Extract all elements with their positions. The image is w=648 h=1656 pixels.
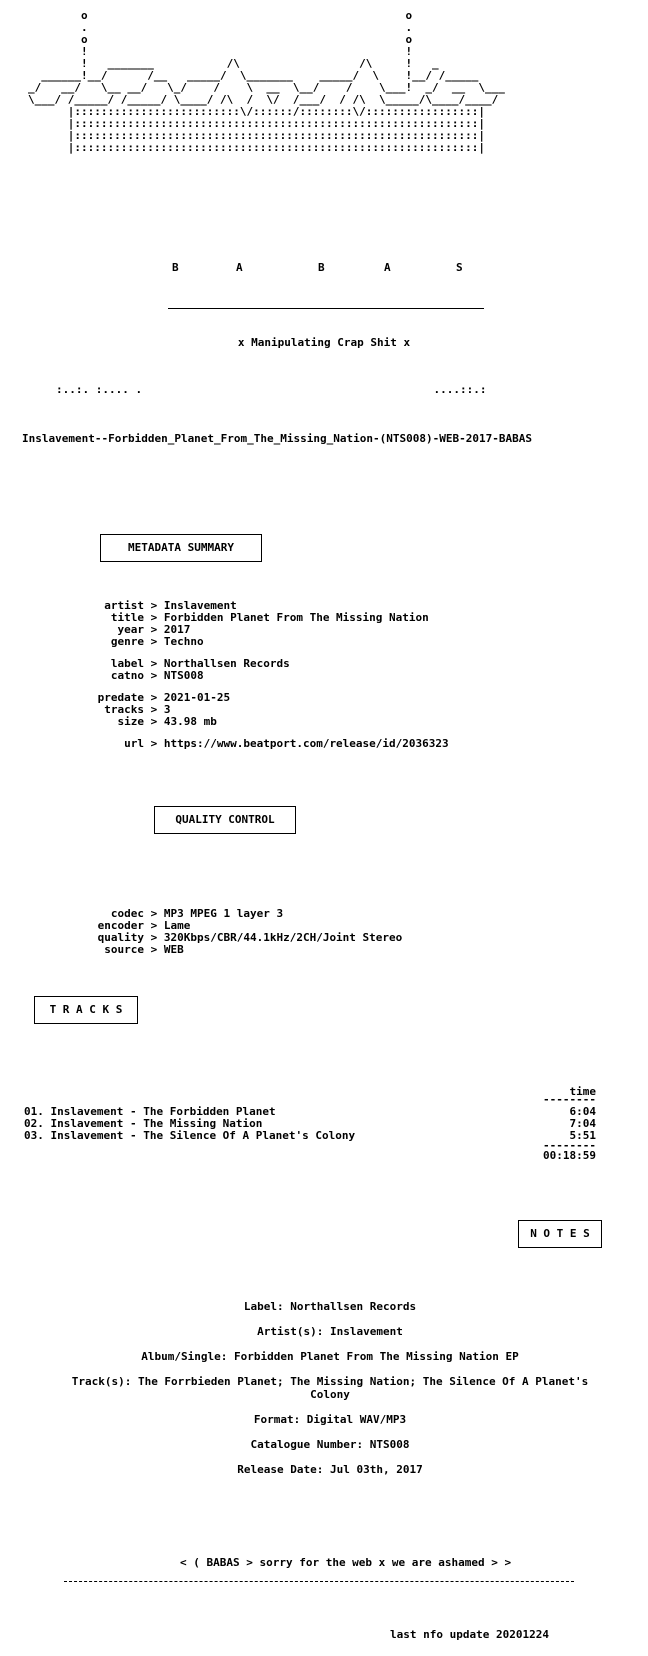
note-line: Track(s): The Forrbieden Planet; The Mis…: [71, 1375, 589, 1401]
meta-key: label: [110, 657, 144, 670]
note-line: Artist(s): Inslavement: [257, 1325, 403, 1338]
meta-row: label > Northallsen Records: [56, 658, 449, 670]
babas-letter: S: [456, 261, 463, 274]
total-row: 00:18:59: [24, 1150, 624, 1162]
track-num: 01.: [24, 1105, 44, 1118]
quality-row: codec > MP3 MPEG 1 layer 3: [56, 908, 402, 920]
quality-value: 320Kbps/CBR/44.1kHz/2CH/Joint Stereo: [163, 931, 403, 944]
meta-value: Forbidden Planet From The Missing Nation: [163, 611, 429, 624]
quality-key: codec: [110, 907, 144, 920]
note-line: Release Date: Jul 03th, 2017: [237, 1463, 423, 1476]
track-name: Inslavement - The Forbidden Planet: [50, 1105, 276, 1118]
meta-key: genre: [110, 635, 144, 648]
notes-list: Label: Northallsen Records Artist(s): In…: [30, 1300, 630, 1488]
tracks-list: time -------- 01. Inslavement - The Forb…: [24, 1086, 624, 1162]
logo-bottom-art: :..:. :.... . ....::.:: [56, 383, 487, 396]
meta-row: tracks > 3: [56, 704, 449, 716]
logo-divider: [168, 308, 484, 309]
logo-tagline: x Manipulating Crap Shit x: [237, 336, 411, 349]
last-update: last nfo update 20201224: [390, 1628, 549, 1641]
meta-key: artist: [104, 599, 144, 612]
quality-control-title: QUALITY CONTROL: [175, 813, 275, 826]
quality-value: WEB: [163, 943, 184, 956]
quality-list: codec > MP3 MPEG 1 layer 3 encoder > Lam…: [56, 908, 403, 956]
track-row: 03. Inslavement - The Silence Of A Plane…: [24, 1130, 624, 1142]
quality-key: quality: [97, 931, 144, 944]
meta-row: artist > Inslavement: [56, 600, 449, 612]
meta-key: predate: [97, 691, 144, 704]
release-name: Inslavement--Forbidden_Planet_From_The_M…: [22, 432, 532, 445]
meta-value: Techno: [163, 635, 204, 648]
track-row: 01. Inslavement - The Forbidden Planet 6:…: [24, 1106, 624, 1118]
meta-value: Inslavement: [163, 599, 237, 612]
meta-url[interactable]: https://www.beatport.com/release/id/2036…: [163, 737, 449, 750]
meta-row: genre > Techno: [56, 636, 449, 648]
meta-value: 2021-01-25: [163, 691, 231, 704]
meta-key: catno: [110, 669, 144, 682]
meta-value: 3: [163, 703, 171, 716]
quality-key: source: [104, 943, 144, 956]
meta-value: Northallsen Records: [163, 657, 290, 670]
tracks-box: T R A C K S: [34, 996, 138, 1024]
meta-value: 43.98 mb: [163, 715, 217, 728]
notes-title: N O T E S: [530, 1227, 590, 1240]
metadata-list: artist > Inslavement title > Forbidden P…: [56, 600, 449, 750]
track-time: 5:51: [569, 1129, 597, 1142]
meta-row: predate > 2021-01-25: [56, 692, 449, 704]
quality-value: Lame: [163, 919, 191, 932]
track-row: 02. Inslavement - The Missing Nation 7:04: [24, 1118, 624, 1130]
quality-row: quality > 320Kbps/CBR/44.1kHz/2CH/Joint …: [56, 931, 403, 944]
note-line: Label: Northallsen Records: [243, 1300, 417, 1313]
header-logo-art: o o . . o o !: [28, 9, 505, 154]
metadata-summary-title: METADATA SUMMARY: [128, 541, 234, 554]
babas-letter: A: [384, 261, 391, 274]
note-line: Album/Single: Forbidden Planet From The …: [141, 1350, 519, 1363]
track-name: Inslavement - The Silence Of A Planet's …: [50, 1129, 356, 1142]
meta-key: tracks: [104, 703, 144, 716]
babas-letter: B: [318, 261, 325, 274]
notes-box: N O T E S: [518, 1220, 602, 1248]
babas-letter: A: [236, 261, 243, 274]
meta-key: title: [110, 611, 144, 624]
babas-letter: B: [172, 261, 179, 274]
meta-row: title > Forbidden Planet From The Missin…: [56, 612, 449, 624]
tracks-title: T R A C K S: [49, 1003, 123, 1016]
meta-row: size > 43.98 mb: [56, 716, 449, 728]
meta-row: year > 2017: [56, 624, 449, 636]
track-name: Inslavement - The Missing Nation: [50, 1117, 263, 1130]
track-num: 03.: [24, 1129, 44, 1142]
meta-value: 2017: [163, 623, 191, 636]
quality-key: encoder: [97, 919, 144, 932]
note-line: Catalogue Number: NTS008: [250, 1438, 410, 1451]
time-header: time: [569, 1085, 597, 1098]
quality-row: source > WEB: [56, 944, 402, 956]
meta-value: NTS008: [163, 669, 204, 682]
meta-row: catno > NTS008: [56, 670, 449, 682]
meta-key: year: [117, 623, 145, 636]
meta-row: url > https://www.beatport.com/release/i…: [56, 738, 449, 750]
footer-divider: [64, 1581, 574, 1582]
total-time: 00:18:59: [543, 1149, 596, 1162]
note-line: Format: Digital WAV/MP3: [253, 1413, 407, 1426]
metadata-summary-box: METADATA SUMMARY: [100, 534, 262, 562]
footer-message: < ( BABAS > sorry for the web x we are a…: [180, 1556, 512, 1569]
time-header-row: time: [24, 1086, 624, 1098]
meta-key: url: [124, 737, 144, 750]
track-time: 7:04: [569, 1117, 597, 1130]
meta-key: size: [117, 715, 145, 728]
quality-row: encoder > Lame: [56, 920, 402, 932]
track-num: 02.: [24, 1117, 44, 1130]
track-time: 6:04: [569, 1105, 597, 1118]
quality-value: MP3 MPEG 1 layer 3: [163, 907, 284, 920]
quality-control-box: QUALITY CONTROL: [154, 806, 296, 834]
